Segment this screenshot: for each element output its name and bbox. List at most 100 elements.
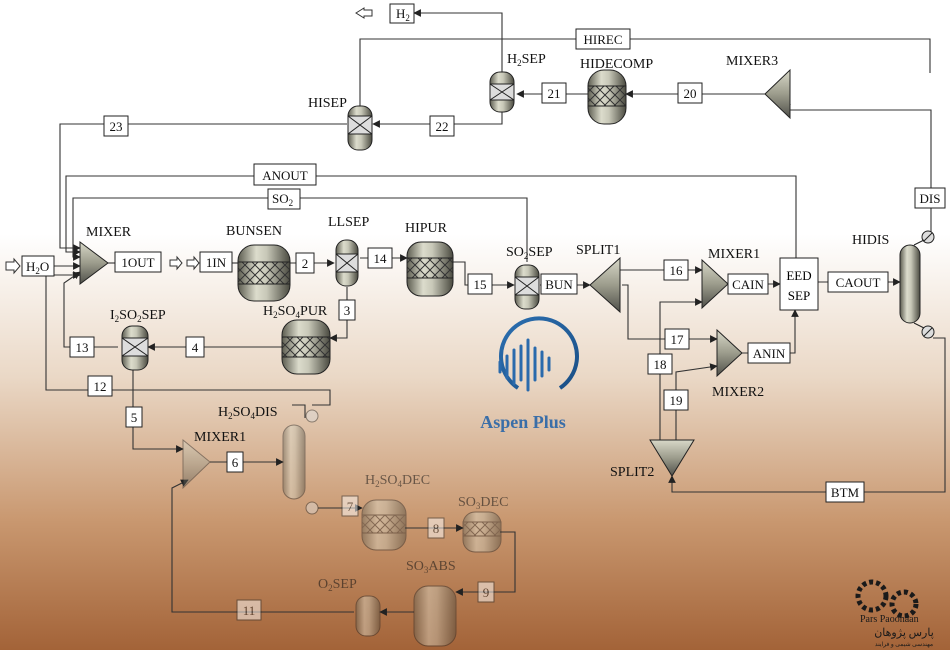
stream-14[interactable]: 14 <box>367 247 393 269</box>
svg-text:19: 19 <box>670 393 683 408</box>
stream-caout[interactable]: CAOUT <box>827 271 889 293</box>
so3dec-reactor[interactable] <box>462 511 502 553</box>
stream-16[interactable]: 16 <box>663 259 689 281</box>
eed-sep-line1: EED <box>786 268 811 283</box>
label-so2sep: SO2SEP <box>506 245 553 261</box>
mixer3-block[interactable] <box>764 68 791 120</box>
svg-text:CAOUT: CAOUT <box>836 275 881 290</box>
svg-text:1IN: 1IN <box>206 255 227 270</box>
logo-wave-icon <box>498 338 551 392</box>
label-split1: SPLIT1 <box>576 243 620 258</box>
svg-text:3: 3 <box>344 303 351 318</box>
stream-so2[interactable]: SO2 <box>267 188 301 210</box>
stream-13[interactable]: 13 <box>69 336 95 358</box>
stream-7[interactable]: 7 <box>341 495 359 517</box>
mixer2-block[interactable] <box>716 328 743 378</box>
h2so4dec-reactor[interactable] <box>361 499 407 551</box>
stream-3[interactable]: 3 <box>338 299 356 321</box>
split1-block[interactable] <box>589 256 621 314</box>
mixer1-top-block[interactable] <box>701 258 729 310</box>
svg-text:15: 15 <box>474 277 487 292</box>
stream-2[interactable]: 2 <box>295 252 315 274</box>
svg-text:CAIN: CAIN <box>732 277 764 292</box>
watermark-company: Pars Paoohaan <box>860 614 919 625</box>
svg-text:6: 6 <box>232 455 239 470</box>
stream-22[interactable]: 22 <box>429 115 455 137</box>
llsep-separator[interactable] <box>335 239 359 287</box>
split2-block[interactable] <box>649 439 695 477</box>
stream-11[interactable]: 11 <box>236 599 262 621</box>
h2so4pur-column[interactable] <box>281 319 331 375</box>
stream-9[interactable]: 9 <box>477 581 495 603</box>
svg-text:BTM: BTM <box>831 485 860 500</box>
hidis-column[interactable] <box>899 230 935 339</box>
stream-dis[interactable]: DIS <box>914 187 946 209</box>
label-hidis: HIDIS <box>852 233 889 248</box>
label-mixer3: MIXER3 <box>726 54 778 69</box>
svg-text:4: 4 <box>192 340 199 355</box>
stream-cain[interactable]: CAIN <box>727 273 769 295</box>
unit-labels: MIXER BUNSEN LLSEP HIPUR SO2SEP SPLIT1 M… <box>86 52 889 480</box>
label-mixer1-low: MIXER1 <box>194 430 246 445</box>
so3abs-column[interactable] <box>413 585 457 647</box>
stream-h2o[interactable]: H2O <box>21 255 55 277</box>
stream-4[interactable]: 4 <box>185 336 205 358</box>
stream-1in[interactable]: 1IN <box>199 251 233 273</box>
label-i2so2sep: I2SO2SEP <box>110 308 166 324</box>
stream-21[interactable]: 21 <box>541 82 567 104</box>
svg-text:7: 7 <box>347 499 354 514</box>
svg-text:SO2: SO2 <box>272 191 293 208</box>
aspen-plus-logo: Aspen Plus <box>480 316 579 432</box>
label-h2so4dis: H2SO4DIS <box>218 405 278 421</box>
stream-23[interactable]: 23 <box>103 115 129 137</box>
stream-bun[interactable]: BUN <box>540 273 578 295</box>
stream-12[interactable]: 12 <box>87 375 113 397</box>
stream-20[interactable]: 20 <box>677 82 703 104</box>
hisep-separator[interactable] <box>347 105 373 151</box>
stream-5[interactable]: 5 <box>125 406 143 428</box>
aspen-plus-wordmark: Aspen Plus <box>480 412 566 432</box>
label-so3abs: SO3ABS <box>406 559 456 575</box>
svg-text:16: 16 <box>670 263 684 278</box>
h2sep-separator[interactable] <box>489 71 515 113</box>
svg-text:23: 23 <box>110 119 123 134</box>
mixer-block[interactable] <box>79 241 109 285</box>
so2sep-separator[interactable] <box>514 264 540 310</box>
label-h2so4dec: H2SO4DEC <box>365 473 430 489</box>
stream-15[interactable]: 15 <box>467 273 493 295</box>
stream-btm[interactable]: BTM <box>825 481 865 503</box>
stream-1out[interactable]: 1OUT <box>114 251 162 273</box>
label-hisep: HISEP <box>308 96 347 111</box>
svg-text:2: 2 <box>302 256 309 271</box>
stream-8[interactable]: 8 <box>427 517 445 539</box>
stream-hirec[interactable]: HIREC <box>575 28 631 50</box>
i2so2sep-separator[interactable] <box>121 325 149 371</box>
h2so4dis-column[interactable] <box>282 409 319 515</box>
o2sep-separator[interactable] <box>355 595 381 637</box>
eed-sep-block[interactable]: EED SEP <box>779 257 819 311</box>
stream-anin[interactable]: ANIN <box>747 342 791 364</box>
stream-h2[interactable]: H2 <box>389 3 415 24</box>
mixer1-low-block[interactable] <box>182 438 211 490</box>
stream-18[interactable]: 18 <box>647 353 673 375</box>
svg-text:DIS: DIS <box>920 191 941 206</box>
stream-19[interactable]: 19 <box>663 389 689 411</box>
stream-6[interactable]: 6 <box>226 451 244 473</box>
svg-text:14: 14 <box>374 251 388 266</box>
label-o2sep: O2SEP <box>318 577 357 593</box>
stream-anout[interactable]: ANOUT <box>253 163 317 186</box>
svg-text:ANIN: ANIN <box>753 346 786 361</box>
hipur-column[interactable] <box>406 241 454 297</box>
label-split2: SPLIT2 <box>610 465 654 480</box>
stream-17[interactable]: 17 <box>664 328 690 350</box>
svg-text:21: 21 <box>548 86 561 101</box>
svg-text:BUN: BUN <box>545 277 573 292</box>
bunsen-reactor[interactable] <box>237 244 291 302</box>
svg-text:18: 18 <box>654 357 667 372</box>
svg-text:HIREC: HIREC <box>584 32 623 47</box>
hidecomp-reactor[interactable] <box>587 69 627 125</box>
label-mixer2: MIXER2 <box>712 385 764 400</box>
svg-text:H2: H2 <box>396 6 410 23</box>
label-h2so4pur: H2SO4PUR <box>263 304 328 320</box>
